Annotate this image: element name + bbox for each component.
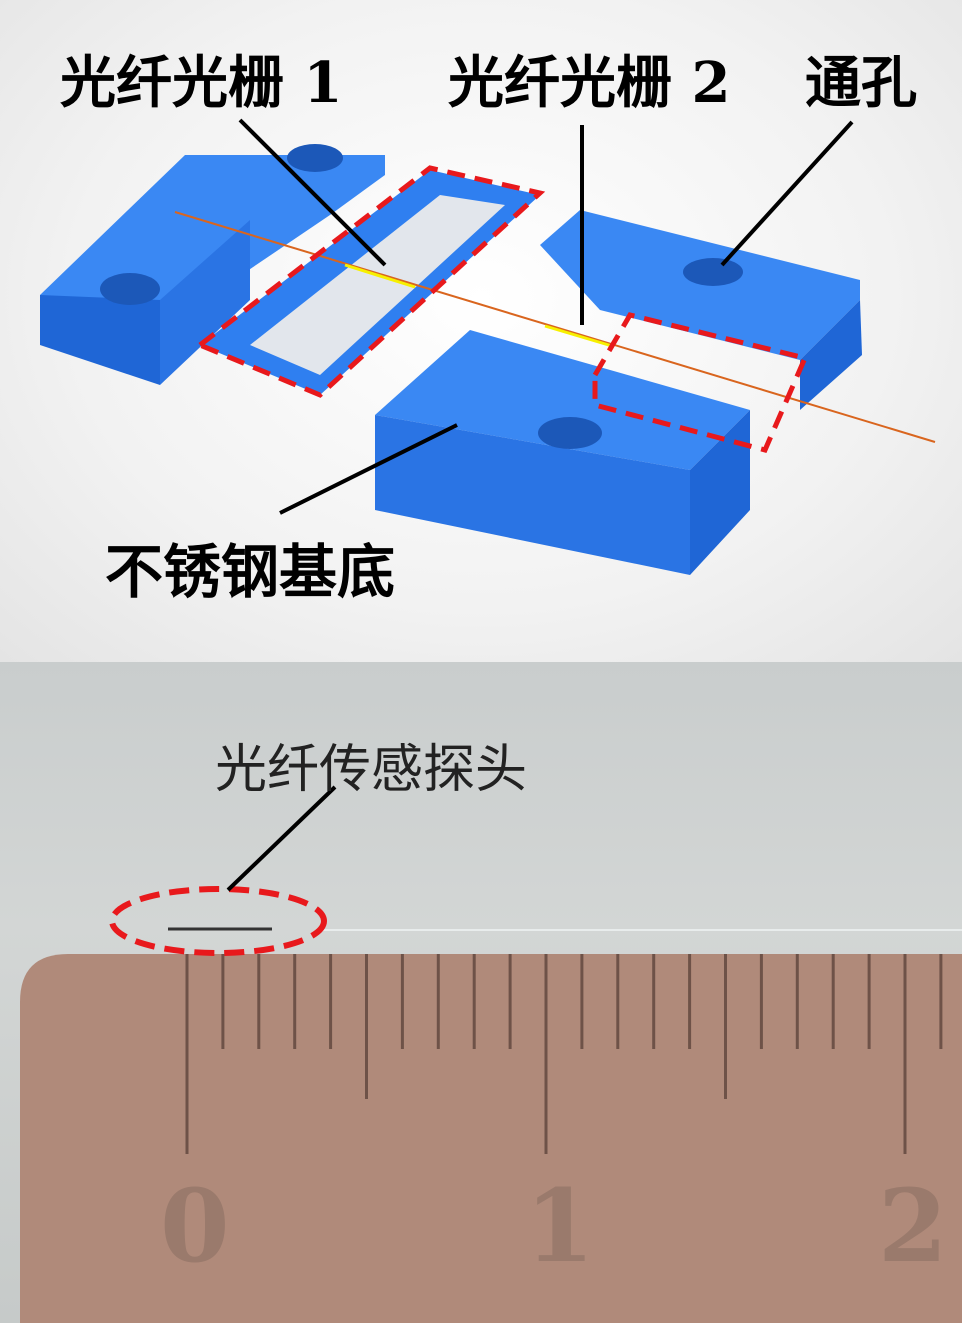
hole-right-1 — [683, 258, 743, 286]
bottom-block-front — [375, 415, 690, 575]
frame-1-hole — [250, 195, 505, 375]
left-block-front — [160, 220, 250, 385]
grating-2 — [544, 324, 613, 348]
label-probe: 光纤传感探头 — [215, 740, 528, 800]
leader-probe — [226, 785, 337, 892]
bottom-block-side — [690, 410, 750, 575]
probe-photo: 光纤传感探头 0 1 2 — [0, 662, 962, 1323]
left-block-side — [40, 295, 160, 385]
leader-fbg1 — [238, 118, 387, 267]
label-substrate: 不锈钢基底 — [105, 538, 396, 606]
ruler-label-2: 2 — [878, 1167, 948, 1285]
highlight-frame — [195, 165, 546, 398]
sensor-model — [40, 118, 936, 575]
right-block-side — [800, 300, 862, 410]
ruler-label-0: 0 — [160, 1167, 230, 1285]
optical-fiber — [174, 211, 936, 443]
probe-highlight — [109, 886, 327, 956]
hole-left-1 — [100, 273, 160, 305]
sensor-3d-render: 光纤光栅 1 光纤光栅 2 通孔 不锈钢基底 — [0, 0, 962, 662]
leader-hole — [720, 120, 854, 267]
ruler — [20, 785, 962, 1323]
grating-1 — [344, 263, 416, 289]
bottom-block-top — [375, 330, 750, 470]
hole-left-2 — [287, 144, 343, 172]
right-block-top — [540, 210, 860, 360]
label-through-hole: 通孔 — [805, 50, 917, 116]
highlight-clamp — [592, 312, 809, 453]
ruler-label-1: 1 — [525, 1167, 595, 1285]
leader-substrate — [279, 423, 458, 515]
label-fbg2: 光纤光栅 2 — [448, 50, 731, 116]
label-fbg1: 光纤光栅 1 — [60, 50, 343, 116]
hole-bottom — [538, 417, 602, 449]
